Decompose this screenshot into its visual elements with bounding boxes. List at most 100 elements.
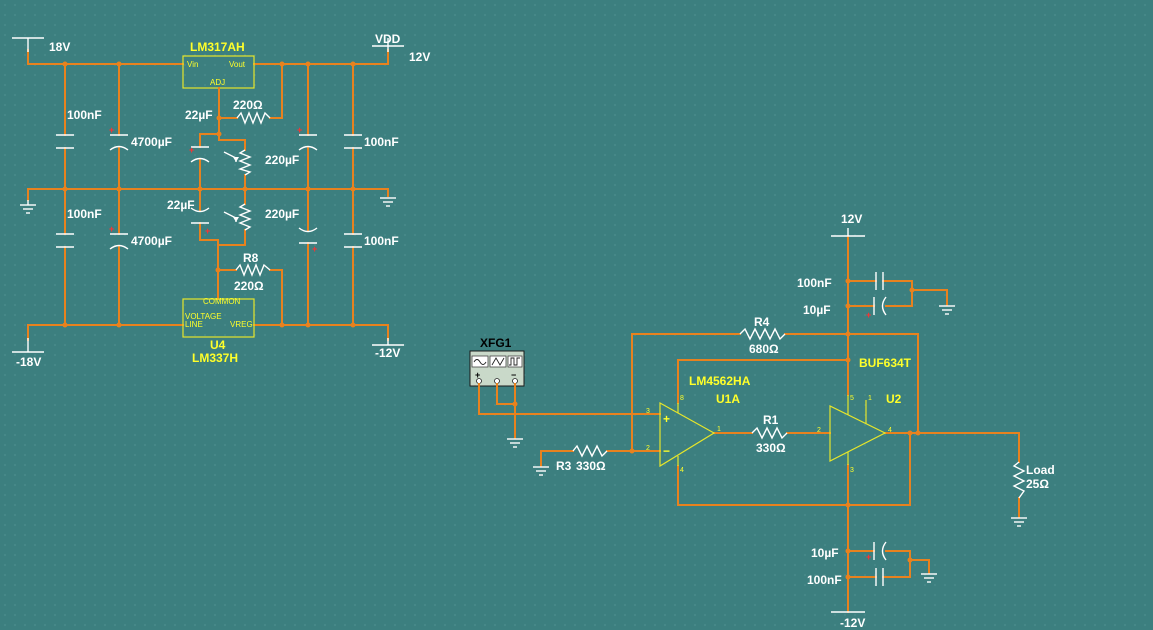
opamp-ref-label: U1A bbox=[716, 392, 740, 406]
ground-symbol-amp-pos-caps bbox=[939, 305, 955, 315]
lm317-vout-label: Vout bbox=[229, 60, 246, 69]
label-18v: 18V bbox=[49, 40, 70, 54]
capacitor-c-adj-top[interactable]: + bbox=[189, 145, 210, 163]
ground-symbol-load bbox=[1011, 517, 1027, 527]
resistor-r-top[interactable] bbox=[236, 111, 271, 125]
capacitor-c-top-left[interactable] bbox=[56, 134, 74, 149]
label-12v-out: 12V bbox=[409, 50, 430, 64]
sine-wave-icon bbox=[473, 359, 487, 365]
svg-text:+: + bbox=[109, 224, 114, 234]
function-generator-xfg1[interactable] bbox=[469, 350, 525, 391]
triangle-wave-icon bbox=[491, 357, 505, 366]
lm337-vreg-label: VREG bbox=[230, 320, 253, 329]
resistor-r8[interactable] bbox=[235, 263, 271, 277]
amp-neg12v-label: -12V bbox=[840, 616, 865, 630]
ground-symbol-generator bbox=[507, 438, 523, 448]
square-wave-icon bbox=[509, 357, 520, 366]
regulator-lm337[interactable] bbox=[182, 298, 255, 338]
opamp-pin-4: 4 bbox=[680, 467, 684, 474]
resistor-r4[interactable] bbox=[739, 327, 786, 341]
buffer-part-label: BUF634T bbox=[859, 356, 912, 370]
lm317-vin-label: Vin bbox=[187, 60, 198, 69]
load-ref-label: Load bbox=[1026, 463, 1055, 477]
label-vdd: VDD bbox=[375, 32, 401, 46]
c-out-bot-label: 220µF bbox=[265, 207, 299, 221]
capacitor-amp-pos-10uf[interactable]: + bbox=[866, 296, 887, 320]
lm337-voltage-label: VOLTAGE bbox=[185, 312, 222, 321]
amplifier: + + bbox=[469, 212, 1055, 630]
opamp-pin-8: 8 bbox=[680, 395, 684, 402]
r8-ref-label: R8 bbox=[243, 251, 259, 265]
amp-neg-100nf-label: 100nF bbox=[807, 573, 842, 587]
r8-value-label: 220Ω bbox=[234, 279, 264, 293]
r4-ref-label: R4 bbox=[754, 315, 770, 329]
c-bot-right-label: 100nF bbox=[364, 234, 399, 248]
load-value-label: 25Ω bbox=[1026, 477, 1049, 491]
capacitor-c-out-bot[interactable]: + bbox=[298, 227, 318, 254]
svg-text:+: + bbox=[189, 145, 194, 155]
supply-junctions bbox=[62, 61, 356, 328]
r1-value-label: 330Ω bbox=[756, 441, 786, 455]
opamp-pin-3: 3 bbox=[646, 408, 650, 415]
capacitor-c-bot-bulk[interactable]: + bbox=[109, 224, 129, 250]
resistor-r1[interactable] bbox=[751, 426, 788, 440]
lm337-part-label: LM337H bbox=[192, 351, 238, 365]
power-rail-12v-symbol bbox=[372, 38, 404, 52]
xfg1-label: XFG1 bbox=[480, 336, 512, 350]
c-adj-bot-label: 22µF bbox=[167, 198, 195, 212]
amp-neg-10uf-label: 10µF bbox=[811, 546, 839, 560]
lm337-line-label: LINE bbox=[185, 320, 203, 329]
r3-value-label: 330Ω bbox=[576, 459, 606, 473]
capacitor-c-bot-right[interactable] bbox=[344, 233, 362, 248]
power-rail-neg18v-symbol bbox=[12, 338, 44, 353]
power-rail-18v-symbol bbox=[12, 37, 44, 52]
capacitor-c-bot-left[interactable] bbox=[56, 233, 74, 248]
lm317-adj-label: ADJ bbox=[210, 78, 225, 87]
power-supply: + + + + + + bbox=[12, 32, 430, 369]
potentiometer-top[interactable] bbox=[223, 149, 252, 176]
resistor-r3[interactable] bbox=[572, 444, 608, 458]
buffer-ref-label: U2 bbox=[886, 392, 902, 406]
opamp-plus-label: + bbox=[663, 412, 670, 426]
opamp-pin-2: 2 bbox=[646, 445, 650, 452]
opamp-pin-1: 1 bbox=[717, 426, 721, 433]
capacitor-c-top-right[interactable] bbox=[344, 134, 362, 149]
power-rail-neg12v-symbol bbox=[372, 338, 404, 346]
capacitor-amp-pos-100nf[interactable] bbox=[875, 272, 884, 290]
c-bot-left-label: 100nF bbox=[67, 207, 102, 221]
svg-text:+: + bbox=[205, 226, 210, 236]
buffer-pin-5: 5 bbox=[850, 395, 854, 402]
c-top-left-label: 100nF bbox=[67, 108, 102, 122]
ground-symbol-amp-neg-caps bbox=[921, 573, 937, 583]
resistor-load[interactable] bbox=[1012, 461, 1026, 499]
capacitor-amp-neg-100nf[interactable] bbox=[875, 568, 884, 586]
capacitor-c-out-top[interactable]: + bbox=[297, 125, 318, 151]
amp-pos-100nf-label: 100nF bbox=[797, 276, 832, 290]
xfg1-plus-label: + bbox=[475, 370, 480, 380]
potentiometer-bottom[interactable] bbox=[223, 203, 252, 231]
c-bot-bulk-label: 4700µF bbox=[131, 234, 172, 248]
ground-symbol-r3 bbox=[533, 466, 549, 476]
amp-pos-10uf-label: 10µF bbox=[803, 303, 831, 317]
buffer-u2[interactable] bbox=[829, 395, 887, 465]
r1-ref-label: R1 bbox=[763, 413, 779, 427]
capacitor-c-adj-bot[interactable]: + bbox=[190, 207, 210, 236]
label-neg18v: -18V bbox=[16, 355, 41, 369]
amp-12v-label: 12V bbox=[841, 212, 862, 226]
lm337-common-label: COMMON bbox=[203, 297, 241, 306]
opamp-u1a[interactable] bbox=[659, 401, 716, 468]
amp-wires bbox=[478, 235, 1020, 613]
ground-symbol-left bbox=[20, 200, 36, 214]
regulator-lm317[interactable] bbox=[182, 55, 255, 93]
buffer-pin-1: 1 bbox=[868, 395, 872, 402]
amp-junctions bbox=[512, 278, 921, 580]
r3-ref-label: R3 bbox=[556, 459, 572, 473]
capacitor-amp-neg-10uf[interactable]: + bbox=[866, 541, 887, 562]
capacitor-c-top-bulk[interactable]: + bbox=[109, 125, 129, 151]
r-top-label: 220Ω bbox=[233, 98, 263, 112]
svg-text:+: + bbox=[297, 125, 302, 135]
supply-wires bbox=[27, 49, 389, 341]
r4-value-label: 680Ω bbox=[749, 342, 779, 356]
